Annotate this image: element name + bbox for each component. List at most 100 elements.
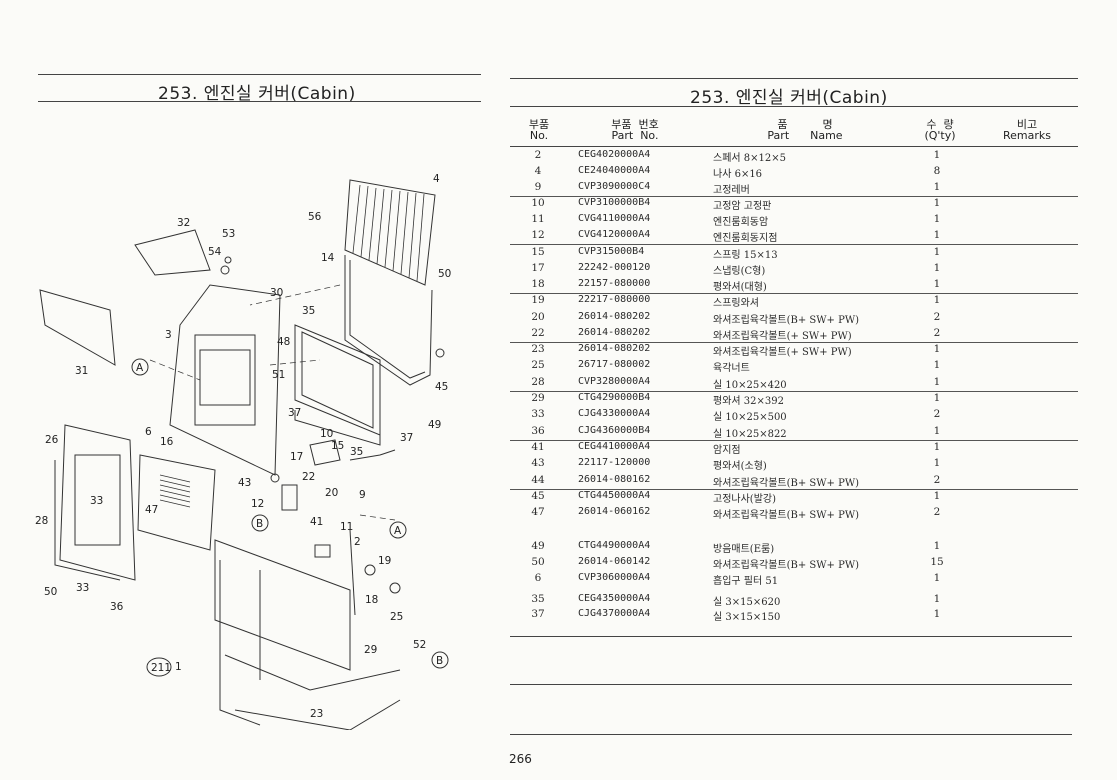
svg-text:49: 49 [428, 419, 441, 431]
part-code: CVG4120000A4 [578, 229, 651, 240]
svg-text:11: 11 [340, 521, 353, 533]
footer-rule-3 [510, 734, 1072, 735]
part-quantity: 1 [933, 262, 941, 274]
part-code: CJG4330000A4 [578, 408, 651, 419]
part-number-index: 29 [531, 392, 545, 404]
part-name: 실 3×15×620 [713, 597, 781, 608]
part-quantity: 1 [933, 608, 941, 620]
svg-text:32: 32 [177, 217, 190, 229]
part-name: 스냅링(C형) [713, 266, 766, 277]
part-quantity: 2 [933, 506, 941, 518]
part-number-index: 23 [531, 343, 545, 355]
svg-text:17: 17 [290, 451, 303, 463]
part-name: 스프링와셔 [713, 298, 759, 309]
svg-text:35: 35 [302, 305, 315, 317]
part-name: 스프링 15×13 [713, 250, 778, 261]
col-header-part-name-en: Part Name [767, 129, 843, 142]
part-number-index: 25 [531, 359, 545, 371]
svg-text:18: 18 [365, 594, 378, 606]
svg-text:37: 37 [288, 407, 301, 419]
svg-text:23: 23 [310, 708, 323, 720]
part-name: 실 10×25×420 [713, 380, 787, 391]
row-group-divider [510, 440, 1078, 441]
svg-text:37: 37 [400, 432, 413, 444]
part-name: 평와셔 32×392 [713, 396, 784, 407]
part-code: CVP3090000C4 [578, 181, 651, 192]
svg-text:20: 20 [325, 487, 338, 499]
part-number-index: 43 [531, 457, 545, 469]
col-header-part-name-ko: 품 명 [777, 118, 833, 131]
right-page-title: 253. 엔진실 커버(Cabin) [690, 88, 888, 108]
svg-text:43: 43 [238, 477, 251, 489]
part-quantity: 2 [933, 311, 941, 323]
part-name: 스페서 8×12×5 [713, 153, 786, 164]
svg-text:4: 4 [433, 173, 440, 185]
svg-text:26: 26 [45, 434, 59, 446]
svg-text:30: 30 [270, 287, 283, 299]
part-name: 실 10×25×822 [713, 429, 787, 440]
part-quantity: 1 [933, 229, 941, 241]
part-number-index: 4 [534, 165, 542, 177]
part-name: 나사 6×16 [713, 169, 763, 180]
part-code: CVP3280000A4 [578, 376, 651, 387]
part-quantity: 1 [933, 213, 941, 225]
part-code: 26014-080162 [578, 474, 651, 485]
svg-text:15: 15 [331, 440, 344, 452]
svg-text:B: B [436, 655, 443, 667]
col-header-qty-ko: 수 량 [926, 118, 954, 131]
part-quantity: 1 [933, 392, 941, 404]
part-code: CE24040000A4 [578, 165, 651, 176]
col-header-no: 부품 No. [519, 119, 559, 141]
part-quantity: 2 [933, 408, 941, 420]
part-number-index: 18 [531, 278, 545, 290]
svg-text:53: 53 [222, 228, 235, 240]
part-name: 와셔조립육각볼트(B+ SW+ PW) [713, 510, 860, 521]
part-quantity: 15 [930, 556, 944, 568]
part-number-index: 47 [531, 506, 545, 518]
svg-text:A: A [394, 525, 402, 537]
part-name: 와셔조립육각볼트(+ SW+ PW) [713, 347, 852, 358]
part-code: CEG4350000A4 [578, 593, 651, 604]
part-quantity: 1 [933, 181, 941, 193]
part-name: 와셔조립육각볼트(B+ SW+ PW) [713, 560, 860, 571]
part-name: 방음매트(E룸) [713, 544, 775, 555]
row-group-divider [510, 196, 1078, 197]
svg-text:12: 12 [251, 498, 264, 510]
part-number-index: 35 [531, 593, 545, 605]
row-group-divider [510, 489, 1078, 490]
part-number-index: 19 [531, 294, 545, 306]
part-code: 26014-080202 [578, 311, 651, 322]
part-number-index: 36 [531, 425, 545, 437]
part-name: 평와셔(대형) [713, 282, 767, 293]
part-number-index: 44 [531, 474, 545, 486]
header-underline [510, 146, 1078, 147]
part-number-index: 37 [531, 608, 545, 620]
svg-text:211: 211 [151, 662, 171, 674]
col-header-no-ko: 부품 [528, 118, 550, 131]
part-quantity: 1 [933, 294, 941, 306]
part-quantity: 1 [933, 197, 941, 209]
svg-text:48: 48 [277, 336, 290, 348]
part-name: 고정암 고정판 [713, 201, 772, 212]
part-number-index: 22 [531, 327, 545, 339]
svg-text:10: 10 [320, 428, 333, 440]
svg-text:19: 19 [378, 555, 391, 567]
part-number-index: 6 [534, 572, 542, 584]
svg-text:9: 9 [359, 489, 366, 501]
right-title-rule-top [510, 78, 1078, 79]
svg-text:29: 29 [364, 644, 377, 656]
col-header-qty: 수 량 (Q'ty) [915, 119, 965, 141]
part-quantity: 1 [933, 593, 941, 605]
svg-text:41: 41 [310, 516, 323, 528]
part-name: 엔진룸회동지점 [713, 233, 778, 244]
svg-text:36: 36 [110, 601, 124, 613]
part-number-index: 41 [531, 441, 545, 453]
part-code: 26014-080202 [578, 343, 651, 354]
svg-text:50: 50 [438, 268, 451, 280]
part-number-index: 11 [531, 213, 545, 225]
part-code: CTG4290000B4 [578, 392, 651, 403]
part-number-index: 15 [531, 246, 545, 258]
part-quantity: 1 [933, 246, 941, 258]
part-code: CVG4110000A4 [578, 213, 651, 224]
part-quantity: 1 [933, 441, 941, 453]
